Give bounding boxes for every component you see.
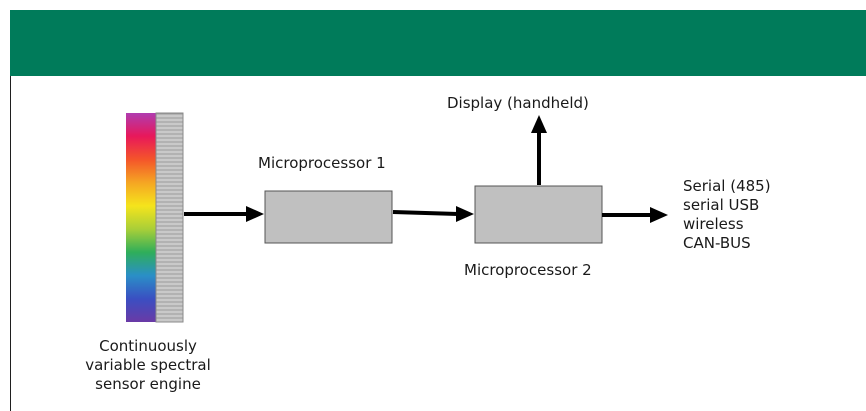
microprocessor-1-label: Microprocessor 1 [258, 154, 386, 172]
display-label: Display (handheld) [447, 94, 589, 112]
output-line: Serial (485) [683, 177, 771, 195]
sensor-label-line: sensor engine [95, 375, 201, 393]
arrow-mp1-to-mp2 [392, 206, 474, 222]
arrow-sensor-to-mp1 [184, 206, 264, 222]
output-line: serial USB [683, 196, 760, 214]
spectrum-strip [126, 113, 156, 322]
microprocessor-2-box [474, 185, 603, 244]
sensor-label-line: variable spectral [85, 356, 211, 374]
sensor-engine [126, 112, 184, 323]
left-rule [10, 76, 11, 411]
sensor-label: Continuously variable spectral sensor en… [60, 337, 236, 394]
microprocessor-1-box [264, 190, 393, 244]
grating-strip [155, 112, 184, 323]
arrow-mp2-to-outputs [602, 207, 668, 223]
header-band [10, 10, 866, 76]
outputs-label: Serial (485) serial USB wireless CAN-BUS [683, 177, 771, 253]
sensor-label-line: Continuously [99, 337, 197, 355]
microprocessor-2-label: Microprocessor 2 [464, 261, 592, 279]
arrow-mp2-to-display [531, 115, 547, 185]
output-line: CAN-BUS [683, 234, 751, 252]
output-line: wireless [683, 215, 744, 233]
